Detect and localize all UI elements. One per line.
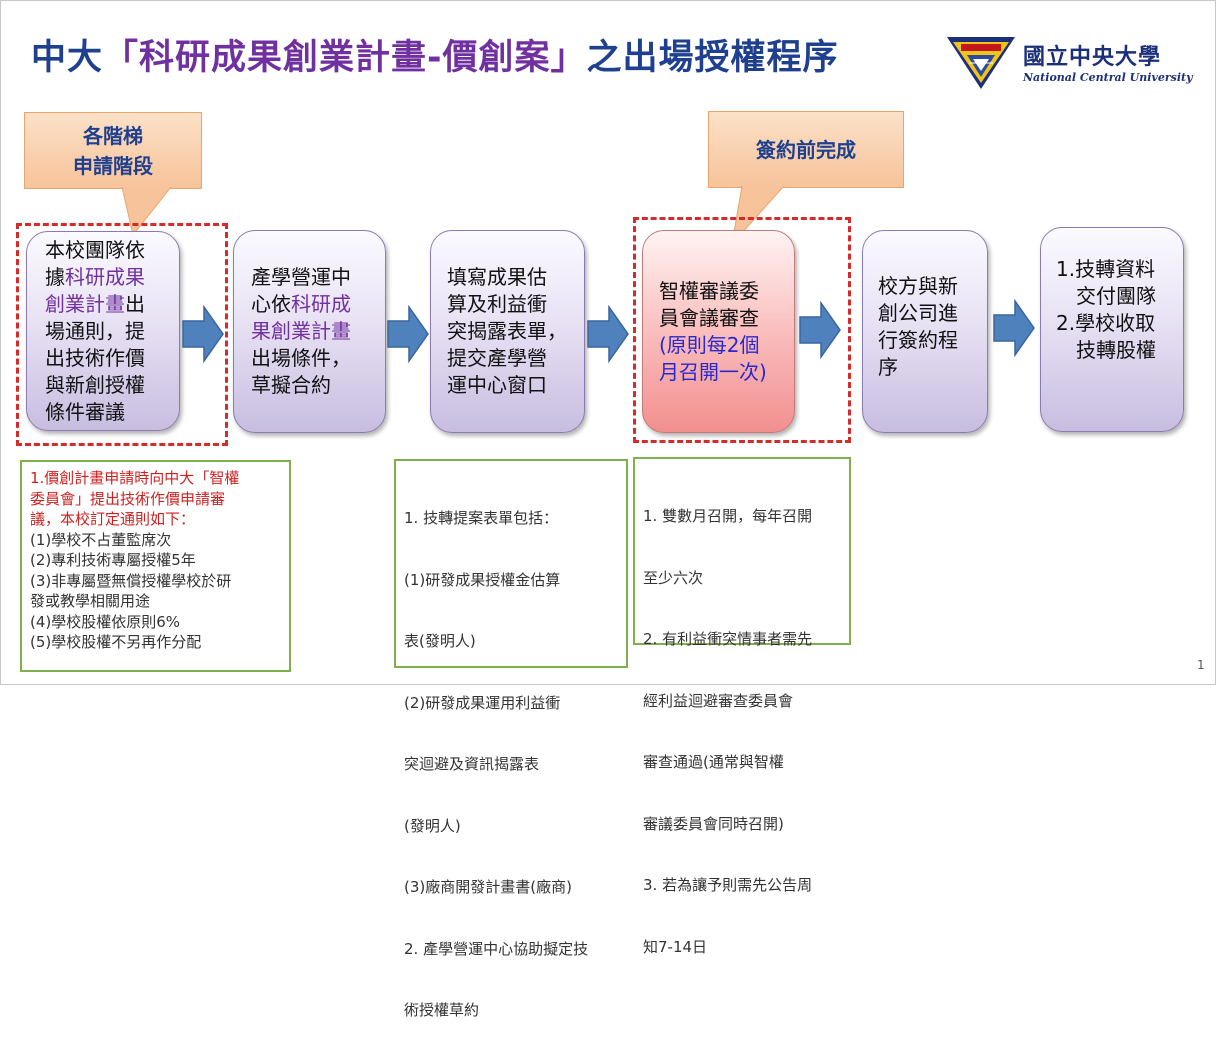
note3-line: 經利益迴避審查委員會 bbox=[643, 691, 794, 710]
note3-line: 審議委員會同時召開) bbox=[643, 814, 784, 833]
step1-line3: 創業計畫出 bbox=[45, 291, 179, 318]
page-number: 1 bbox=[1197, 658, 1205, 672]
note2-line: 術授權草約 bbox=[404, 1001, 480, 1019]
note-policy: 1.價創計畫申請時向中大「智權 委員會」提出技術作價申請審 議，本校訂定通則如下… bbox=[20, 460, 291, 672]
step3-line5: 運中心窗口 bbox=[447, 373, 547, 397]
step1-line3a: 創業計畫 bbox=[45, 291, 125, 316]
note3-line: 3. 若為讓予則需先公告周 bbox=[643, 876, 813, 894]
step1-line5: 出技術作價 bbox=[45, 345, 145, 370]
step2-line2: 心依科研成 bbox=[251, 291, 385, 318]
step3-line1: 填寫成果估 bbox=[447, 265, 547, 289]
step2-line1: 產學營運中 bbox=[251, 265, 351, 289]
step3-line4: 提交產學營 bbox=[447, 346, 547, 370]
step-1-box: 本校團隊依 據科研成果 創業計畫出 場通則，提 出技術作價 與新創授權 條件審議 bbox=[26, 231, 180, 431]
university-logo: 國立中央大學 National Central University bbox=[945, 33, 1192, 93]
note-meeting: 1. 雙數月召開，每年召開 至少六次 2. 有利益衝突情事者需先 經利益迴避審查… bbox=[633, 457, 851, 956]
university-name-en: National Central University bbox=[1023, 71, 1193, 84]
dashed-frame-step4 bbox=[633, 217, 851, 443]
arrow-right-icon-5 bbox=[993, 299, 1035, 357]
callout-pre-sign-tail bbox=[731, 186, 785, 246]
callout-ladder-line1: 各階梯 bbox=[83, 123, 143, 148]
arrow-right-icon-1 bbox=[182, 305, 224, 363]
step1-line3b: 出 bbox=[125, 291, 145, 316]
note2-line: 突迴避及資訊揭露表 bbox=[404, 755, 540, 773]
step2-line2a: 心依 bbox=[251, 292, 291, 316]
step5-line1: 校方與新 bbox=[878, 273, 958, 298]
step5-line3: 行簽約程 bbox=[878, 327, 958, 352]
note2-line: (3)廠商開發計畫書(廠商) bbox=[404, 878, 572, 896]
note1-line: (4)學校股權依原則6% bbox=[30, 612, 181, 631]
step2-line2b: 科研成 bbox=[291, 292, 351, 316]
note3-line: 2. 有利益衝突情事者需先 bbox=[643, 630, 813, 648]
note3-line: 1. 雙數月召開，每年召開 bbox=[643, 507, 813, 525]
university-name-zh: 國立中央大學 bbox=[1023, 44, 1162, 70]
step2-line3: 果創業計畫 bbox=[251, 319, 351, 343]
step-2-box: 產學營運中 心依科研成 果創業計畫 出場條件， 草擬合約 bbox=[233, 230, 386, 433]
note1-line: (5)學校股權不另再作分配 bbox=[30, 633, 202, 651]
step6-line4: 技轉股權 bbox=[1076, 337, 1156, 362]
arrow-right-icon-4 bbox=[799, 301, 841, 359]
note-forms: 1. 技轉提案表單包括： (1)研發成果授權金估算 表(發明人) (2)研發成果… bbox=[394, 459, 628, 1019]
title-part2: 「科研成果創業計畫-價創案」 bbox=[103, 38, 587, 78]
step2-line4: 出場條件， bbox=[251, 346, 351, 370]
step1-line2a: 據 bbox=[45, 264, 65, 289]
step5-line4: 序 bbox=[878, 354, 898, 379]
step6-line3: 2.學校收取 bbox=[1056, 310, 1156, 335]
step1-line2: 據科研成果 bbox=[45, 264, 179, 291]
dashed-frame-step1 bbox=[16, 223, 228, 446]
step5-line2: 創公司進 bbox=[878, 300, 958, 325]
step3-line2: 算及利益衝 bbox=[447, 292, 547, 316]
title-part3: 之出場授權程序 bbox=[586, 38, 839, 78]
arrow-right-icon-3 bbox=[587, 305, 629, 363]
callout-ladder-line2: 申請階段 bbox=[73, 153, 153, 178]
step1-line1: 本校團隊依 bbox=[45, 237, 145, 262]
university-emblem-icon bbox=[947, 37, 1015, 89]
callout-pre-sign: 簽約前完成 bbox=[708, 111, 904, 188]
step-4-box: 智權審議委 員會議審查 (原則每2個 月召開一次) bbox=[642, 230, 795, 433]
callout-pre-sign-label: 簽約前完成 bbox=[756, 137, 856, 162]
step1-line6: 與新創授權 bbox=[45, 372, 145, 397]
note1-line: 發或教學相關用途 bbox=[30, 592, 151, 610]
step4-line3: (原則每2個 bbox=[659, 332, 760, 357]
title-part1: 中大 bbox=[31, 38, 104, 78]
note2-line: (2)研發成果運用利益衝 bbox=[404, 693, 561, 712]
callout-ladder-stage: 各階梯申請階段 bbox=[24, 112, 202, 189]
step-3-box: 填寫成果估 算及利益衝 突揭露表單， 提交產學營 運中心窗口 bbox=[430, 230, 585, 433]
note1-line: (2)專利技術專屬授權5年 bbox=[30, 551, 196, 569]
step1-line4: 場通則，提 bbox=[45, 318, 145, 343]
step4-line1: 智權審議委 bbox=[659, 278, 759, 303]
note1-line: 1.價創計畫申請時向中大「智權 bbox=[30, 469, 240, 487]
step2-line5: 草擬合約 bbox=[251, 373, 331, 397]
step-5-box: 校方與新 創公司進 行簽約程 序 bbox=[862, 230, 988, 433]
note3-line: 至少六次 bbox=[643, 568, 704, 587]
step6-line1: 1.技轉資料 bbox=[1056, 256, 1156, 281]
note2-line: 1. 技轉提案表單包括： bbox=[404, 509, 559, 527]
note1-line: 委員會」提出技術作價申請審 bbox=[30, 489, 226, 508]
arrow-right-icon-2 bbox=[387, 305, 429, 363]
note2-line: (發明人) bbox=[404, 816, 461, 835]
step-6-box: 1.技轉資料 交付團隊 2.學校收取 技轉股權 bbox=[1040, 227, 1184, 432]
slide-title: 中大「科研成果創業計畫-價創案」之出場授權程序 bbox=[31, 29, 839, 80]
note2-line: 2. 產學營運中心協助擬定技 bbox=[404, 939, 589, 958]
note3-line: 審查通過(通常與智權 bbox=[643, 753, 784, 771]
step3-line3: 突揭露表單， bbox=[447, 319, 567, 343]
note1-line: 議，本校訂定通則如下： bbox=[30, 510, 196, 528]
note2-line: (1)研發成果授權金估算 bbox=[404, 570, 561, 589]
step4-line4: 月召開一次) bbox=[659, 359, 767, 384]
step1-line7: 條件審議 bbox=[45, 399, 125, 424]
slide: 中大「科研成果創業計畫-價創案」之出場授權程序 國立中央大學 National … bbox=[0, 0, 1216, 1019]
note1-line: (1)學校不占董監席次 bbox=[30, 530, 172, 549]
note1-line: (3)非專屬暨無償授權學校於研 bbox=[30, 571, 232, 590]
note3-line: 知7-14日 bbox=[643, 937, 708, 956]
step6-line2: 交付團隊 bbox=[1076, 283, 1156, 308]
step1-line2b: 科研成果 bbox=[65, 264, 145, 289]
step4-line2: 員會議審查 bbox=[659, 305, 759, 330]
note2-line: 表(發明人) bbox=[404, 632, 476, 650]
